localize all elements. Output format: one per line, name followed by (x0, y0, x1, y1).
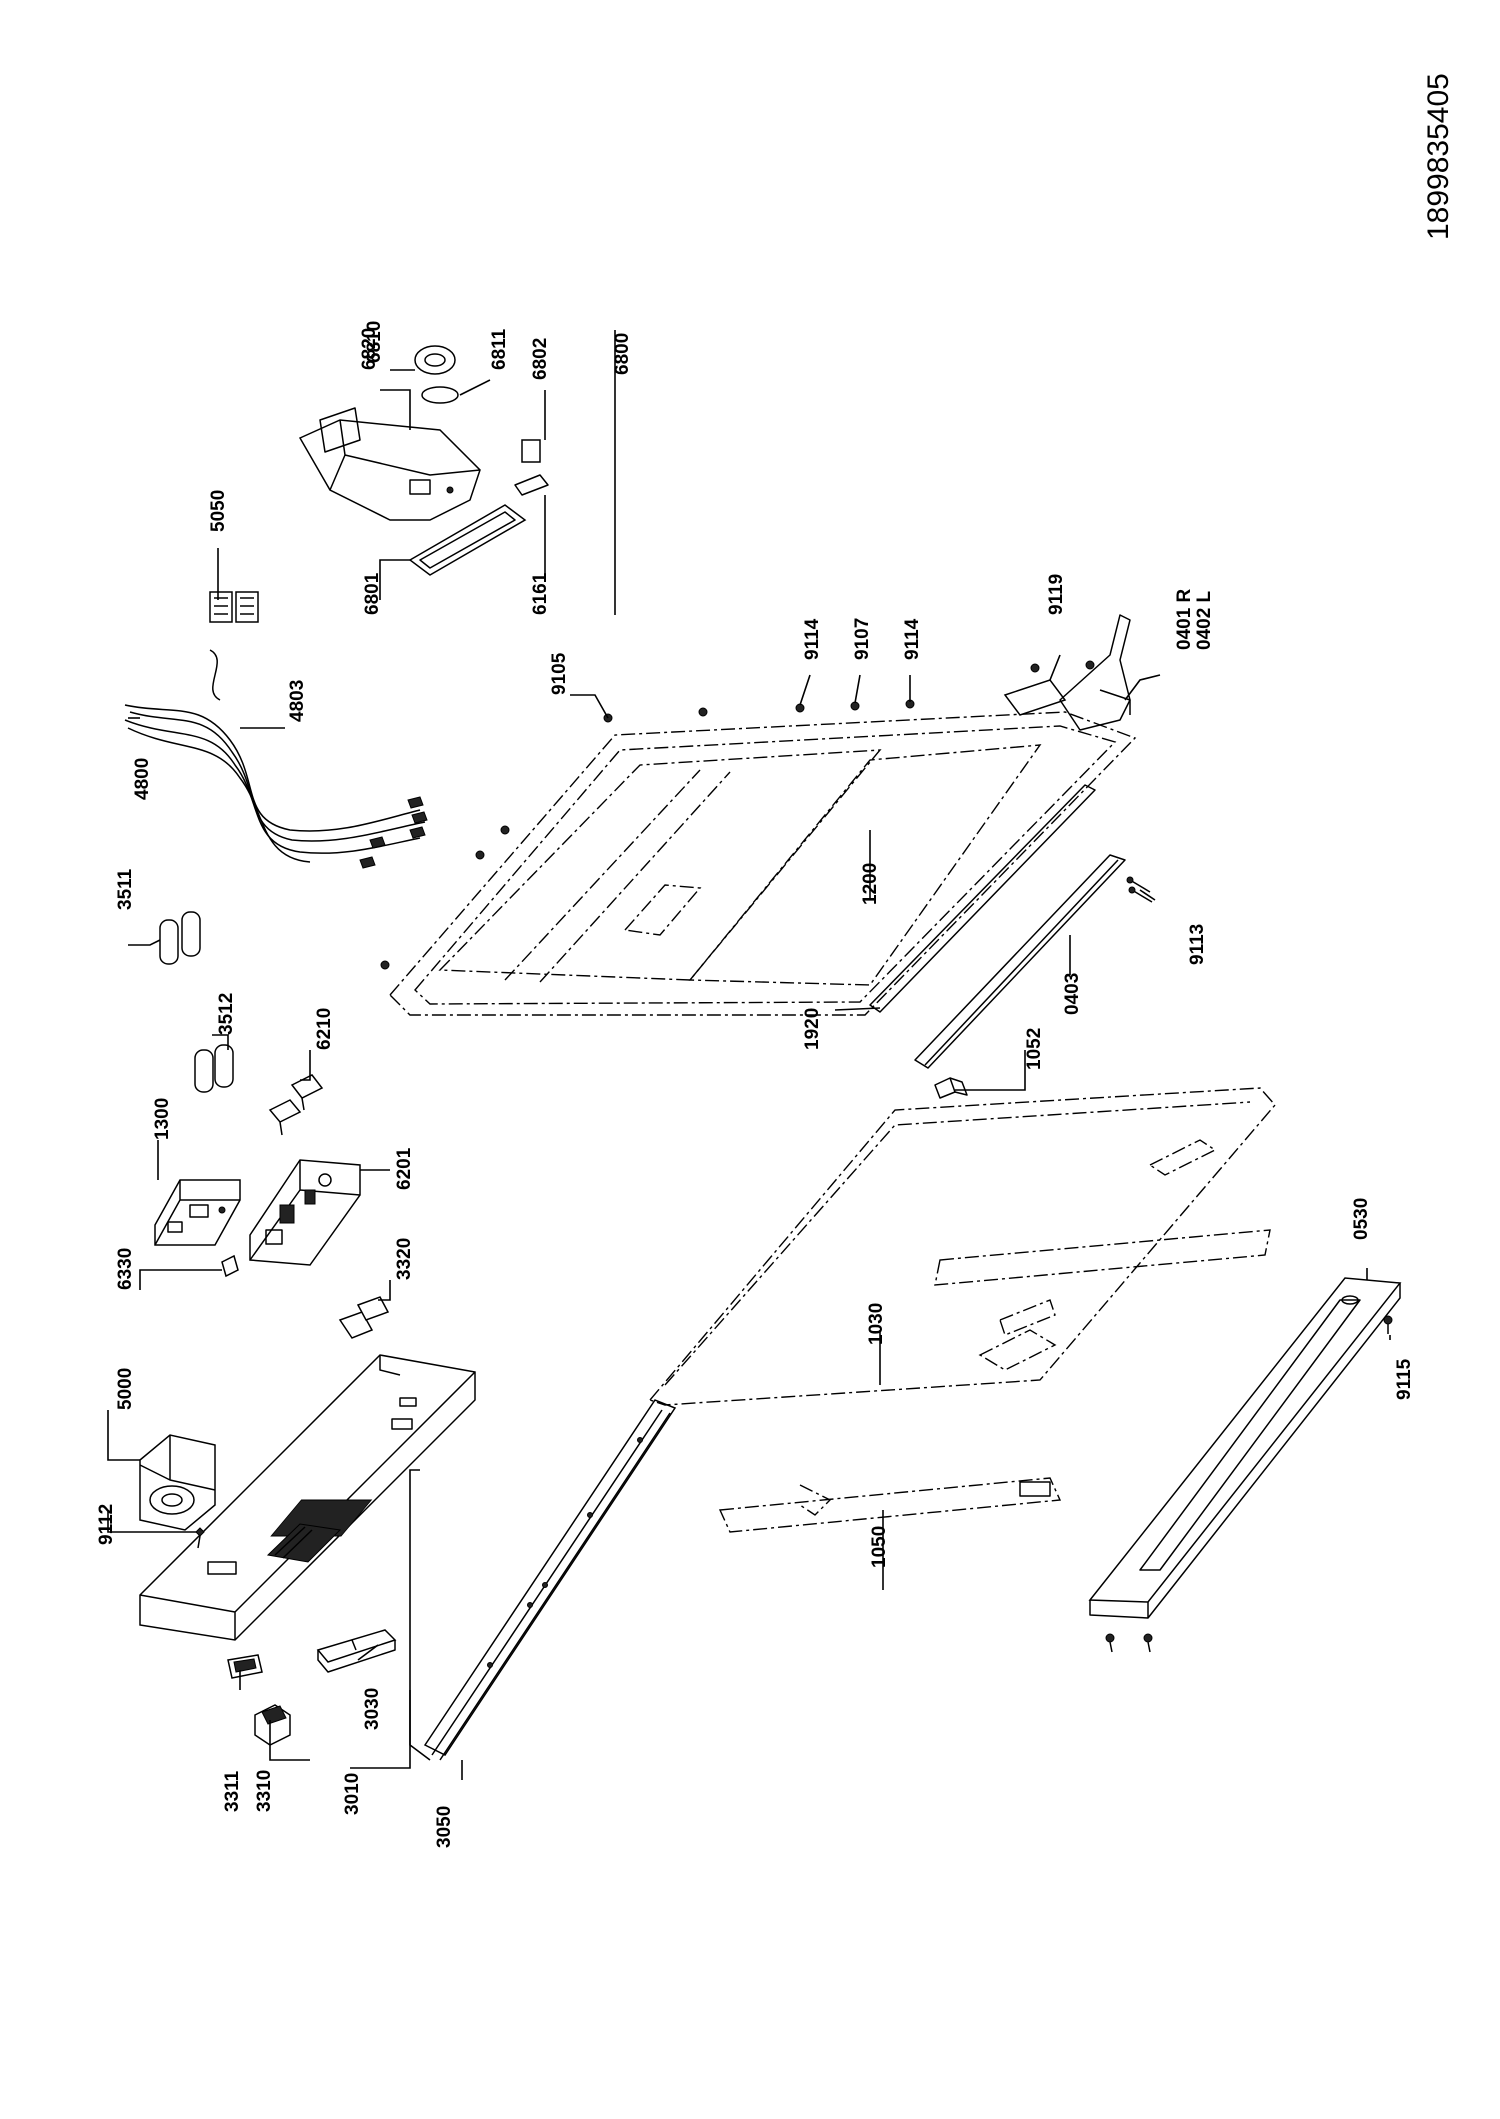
label-9115: 9115 (1394, 1358, 1415, 1400)
part-6330-drawing (221, 1254, 239, 1278)
label-9119: 9119 (1046, 574, 1067, 615)
part-1920-drawing (869, 784, 1096, 1013)
part-6801-drawing (408, 504, 527, 576)
label-6800: 6800 (612, 333, 633, 375)
label-6810: 6810 (364, 321, 385, 363)
label-1030: 1030 (866, 1303, 887, 1345)
label-3512: 3512 (216, 993, 237, 1035)
label-6801: 6801 (362, 572, 383, 615)
label-3010: 3010 (342, 1773, 363, 1815)
part-6201-drawing (249, 1159, 361, 1266)
label-0401-r: 0401 R (1174, 588, 1195, 650)
part-6161-drawing (514, 474, 549, 496)
label-1200: 1200 (860, 863, 881, 905)
document-number: 1899835405 (1422, 73, 1455, 240)
part-labels: 9112 5000 6330 1300 3320 6201 3512 6210 … (96, 321, 1415, 1848)
label-9114-top: 9114 (802, 618, 823, 660)
label-3030: 3030 (362, 1688, 383, 1730)
part-6811-drawing (421, 386, 459, 404)
label-1052: 1052 (1024, 1028, 1045, 1070)
part-3511-drawing (159, 911, 201, 965)
label-6811: 6811 (489, 328, 510, 370)
part-drawings (124, 345, 1402, 1761)
label-6820: 6820 (359, 328, 380, 370)
part-0403-drawing (914, 854, 1126, 1069)
part-3311-drawing (227, 1654, 263, 1679)
part-3310-drawing (254, 1704, 291, 1746)
label-5050: 5050 (208, 490, 229, 532)
part-1030-drawing (648, 1087, 1276, 1406)
label-3310: 3310 (254, 1770, 275, 1812)
label-9114-bottom: 9114 (902, 618, 923, 660)
label-6161: 6161 (530, 572, 551, 615)
label-1050: 1050 (869, 1526, 890, 1568)
part-9119-drawing (1003, 660, 1095, 716)
label-3050: 3050 (434, 1806, 455, 1848)
part-1052-drawing (934, 1077, 968, 1099)
part-0530-drawing (1088, 1277, 1402, 1619)
part-9113-drawing (1126, 876, 1153, 903)
label-0530: 0530 (1351, 1198, 1372, 1240)
label-9105: 9105 (549, 652, 570, 695)
part-3050-drawing (423, 1399, 677, 1761)
part-1050-drawing (718, 1477, 1062, 1533)
label-4800: 4800 (132, 758, 153, 800)
label-4803: 4803 (287, 680, 308, 722)
part-9112-drawing (195, 1527, 205, 1549)
label-6330: 6330 (115, 1248, 136, 1290)
label-1300: 1300 (152, 1098, 173, 1140)
part-6210-drawing (268, 1074, 324, 1136)
leader-lines (107, 330, 1391, 1780)
part-5000-drawing (139, 1434, 216, 1531)
label-9112: 9112 (96, 1504, 117, 1545)
part-9115-drawing (1105, 1315, 1393, 1653)
label-3511: 3511 (115, 868, 136, 910)
label-3320: 3320 (394, 1238, 415, 1280)
label-1920: 1920 (802, 1008, 823, 1050)
part-1300-drawing (154, 1179, 241, 1246)
label-3311: 3311 (222, 1770, 243, 1812)
part-3512-drawing (194, 1044, 234, 1093)
part-4800-drawing (124, 649, 428, 869)
part-5050-drawing (209, 591, 259, 623)
label-6802: 6802 (530, 338, 551, 380)
part-1200-drawing (389, 711, 1137, 1016)
label-9113: 9113 (1187, 924, 1208, 965)
part-3320-drawing (338, 1296, 390, 1339)
label-0402-l: 0402 L (1194, 590, 1215, 650)
label-9107: 9107 (852, 618, 873, 660)
part-3010-drawing (139, 1354, 476, 1641)
label-0403: 0403 (1062, 973, 1083, 1015)
part-3030-drawing (316, 1629, 397, 1673)
part-6820-drawing (298, 407, 481, 521)
frame-screws-drawing (380, 699, 915, 970)
part-6810-drawing (414, 345, 456, 375)
part-0401-drawing (1059, 614, 1131, 731)
label-6210: 6210 (314, 1008, 335, 1050)
label-5000: 5000 (115, 1368, 136, 1410)
label-6201: 6201 (394, 1147, 415, 1190)
part-6802-drawing (521, 439, 541, 463)
